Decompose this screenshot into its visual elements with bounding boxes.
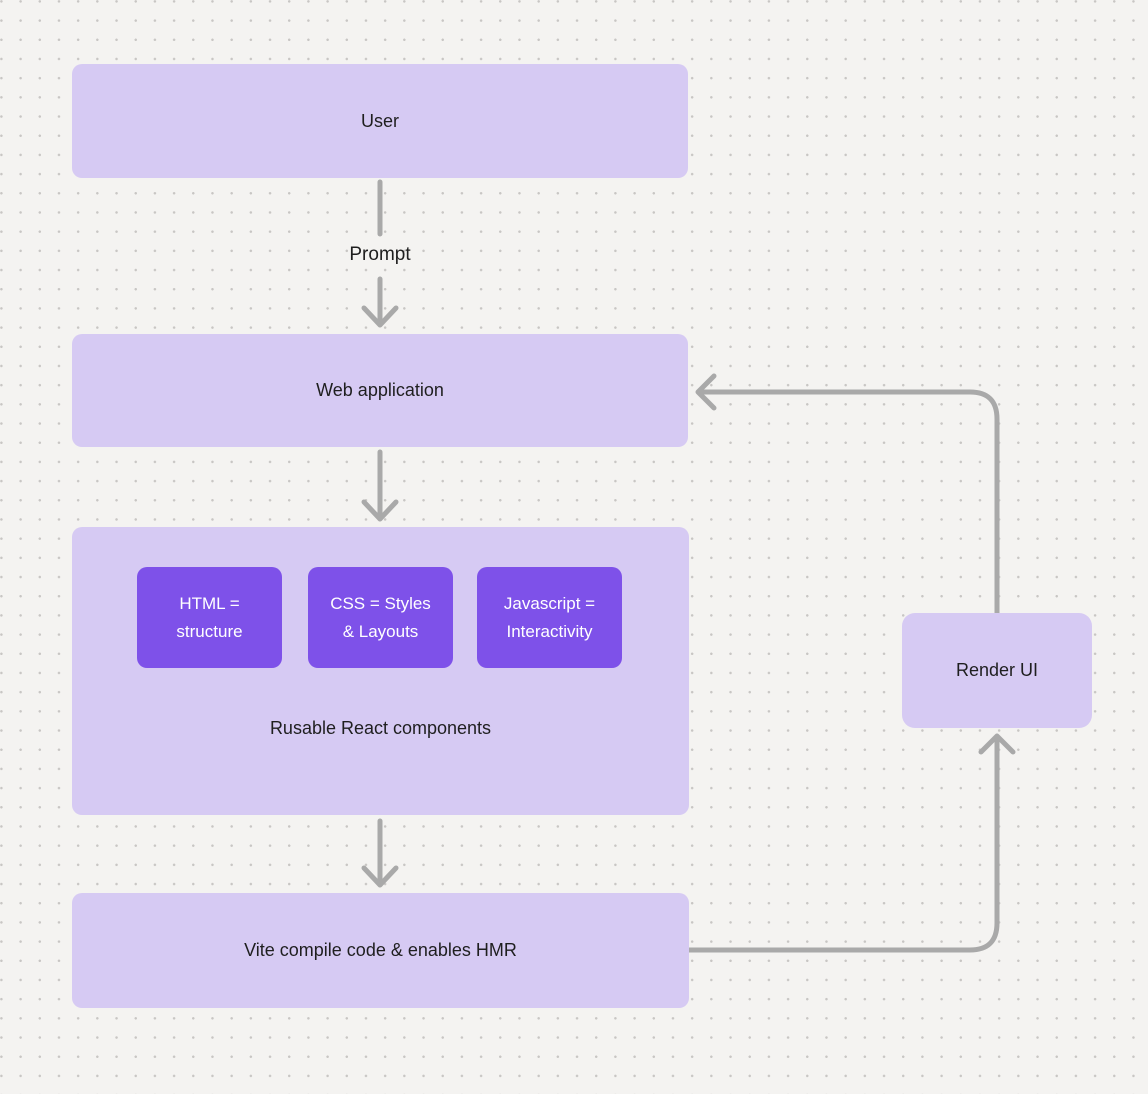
connector-user-to-webapp[interactable] (361, 179, 399, 328)
connector-render-ui-to-webapp[interactable] (695, 373, 1000, 616)
chip-css[interactable]: CSS = Styles & Layouts (308, 567, 453, 668)
node-react-components-label: Rusable React components (269, 718, 492, 738)
arrowhead-down-icon (361, 499, 399, 522)
arrowhead-left-icon (695, 373, 717, 411)
node-vite-label: Vite compile code & enables HMR (244, 940, 517, 960)
arrowhead-up-icon (978, 733, 1016, 755)
connector-components-to-vite[interactable] (361, 818, 399, 888)
node-web-application-label: Web application (316, 380, 444, 400)
node-render-ui[interactable]: Render UI (902, 613, 1092, 728)
chip-html-label: HTML = structure (176, 593, 243, 641)
node-render-ui-label: Render UI (955, 660, 1039, 680)
connector-render-ui-to-webapp-line[interactable] (697, 389, 1000, 616)
node-user-label: User (360, 110, 399, 131)
chip-javascript-label: Javascript = Interactivity (503, 593, 596, 641)
chip-css-label: CSS = Styles & Layouts (330, 593, 431, 641)
node-user[interactable]: User (72, 64, 688, 178)
connector-vite-to-render-ui-line[interactable] (686, 736, 1000, 953)
chip-javascript[interactable]: Javascript = Interactivity (477, 567, 622, 668)
node-react-components-group[interactable]: HTML = structure CSS = Styles & Layouts … (72, 527, 689, 815)
node-vite[interactable]: Vite compile code & enables HMR (72, 893, 689, 1008)
arrowhead-down-icon (361, 305, 399, 328)
chip-html[interactable]: HTML = structure (137, 567, 282, 668)
connector-vite-to-render-ui[interactable] (686, 733, 1016, 953)
node-web-application[interactable]: Web application (72, 334, 688, 447)
connector-webapp-to-components[interactable] (361, 449, 399, 522)
edge-label-prompt[interactable]: Prompt (349, 244, 411, 265)
arrowhead-down-icon (361, 865, 399, 888)
